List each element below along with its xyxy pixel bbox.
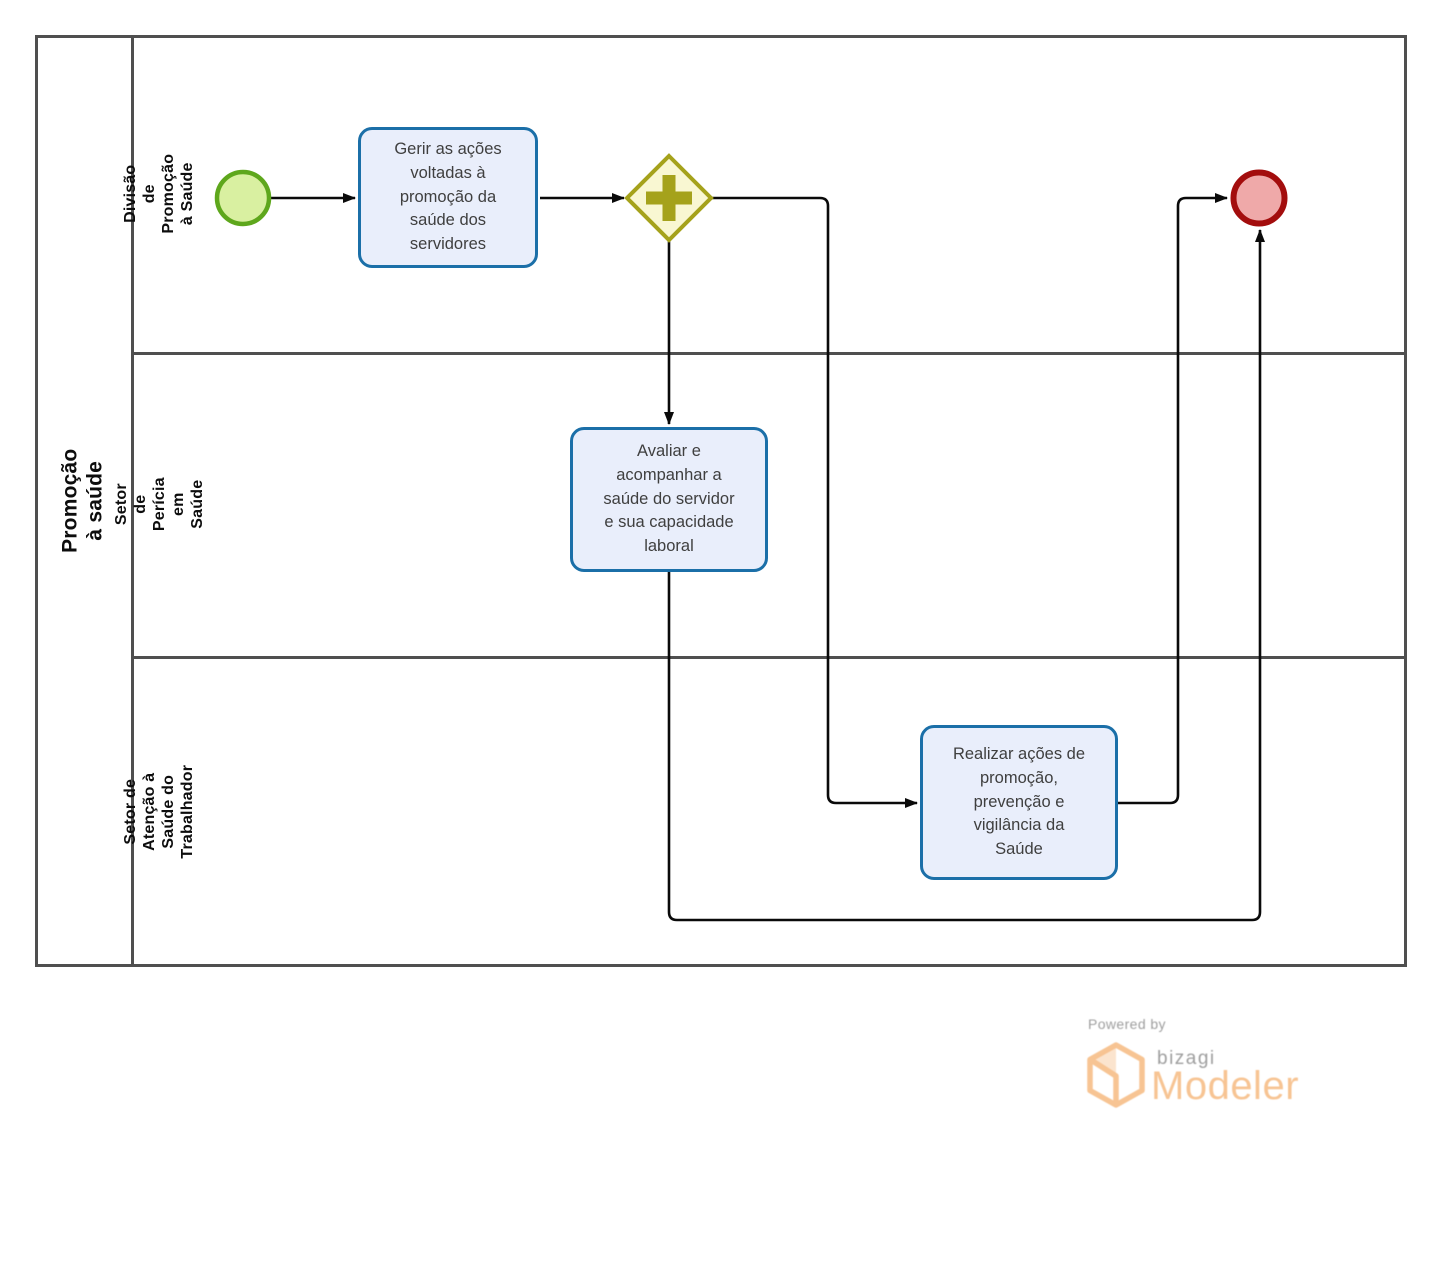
task-avaliar-acompanhar-label: Avaliar e acompanhar a saúde do servidor… xyxy=(603,441,735,556)
lane-divider-2 xyxy=(131,656,1407,659)
powered-by-label: Powered by xyxy=(1088,1016,1166,1032)
modeler-wordmark: Modeler xyxy=(1151,1064,1300,1108)
bizagi-wordmark: bizagi xyxy=(1157,1048,1216,1069)
task-avaliar-acompanhar: Avaliar e acompanhar a saúde do servidor… xyxy=(570,427,768,572)
task-gerir-acoes: Gerir as ações voltadas à promoção da sa… xyxy=(358,127,538,268)
task-gerir-acoes-label: Gerir as ações voltadas à promoção da sa… xyxy=(394,139,502,254)
bizagi-hexagon-icon xyxy=(1087,1042,1145,1108)
bizagi-modeler-logo: Powered by bizagi Modeler xyxy=(1085,1012,1365,1122)
lane-divider-1 xyxy=(131,352,1407,355)
pool-header-divider xyxy=(131,35,134,967)
task-realizar-acoes: Realizar ações de promoção, prevenção e … xyxy=(920,725,1118,880)
task-realizar-acoes-label: Realizar ações de promoção, prevenção e … xyxy=(952,744,1086,859)
pool-boundary xyxy=(35,35,1407,967)
